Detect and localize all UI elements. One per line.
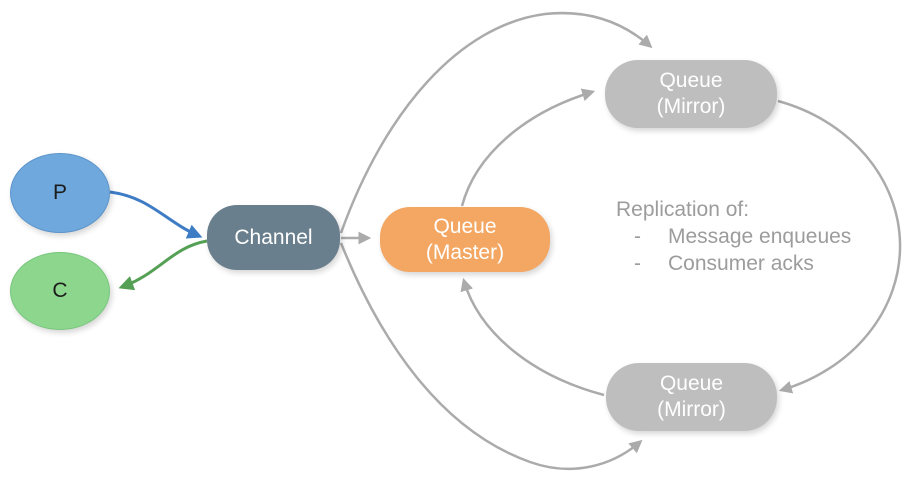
queue-mirror-bottom-label-line2: (Mirror) xyxy=(657,398,726,421)
replication-title: Replication of: xyxy=(616,198,750,221)
replication-item-text: Consumer acks xyxy=(668,252,814,275)
node-consumer: C xyxy=(10,252,110,330)
replication-item: - Consumer acks xyxy=(616,250,851,277)
edge-producer-to-channel xyxy=(109,190,203,239)
edge-channel-to-consumer xyxy=(118,239,208,291)
queue-mirror-top-label-line2: (Mirror) xyxy=(656,95,726,118)
node-producer: P xyxy=(10,153,110,233)
edge-master-to-mirror-top xyxy=(460,88,596,207)
queue-mirror-top-label-line1: Queue xyxy=(659,69,723,92)
bullet-dash: - xyxy=(634,225,641,248)
queue-mirror-bottom-label-line1: Queue xyxy=(659,372,724,395)
node-queue-mirror-top: Queue (Mirror) xyxy=(605,60,777,128)
edge-channel-to-mirror-bottom xyxy=(339,242,643,471)
producer-label: P xyxy=(52,181,67,204)
node-queue-mirror-bottom: Queue (Mirror) xyxy=(606,363,777,431)
replication-item-text: Message enqueues xyxy=(668,225,852,248)
bullet-dash: - xyxy=(634,252,641,275)
edge-mirror-bottom-to-master xyxy=(460,277,605,397)
edge-mirror-top-to-mirror-bottom xyxy=(777,99,902,394)
node-queue-master: Queue (Master) xyxy=(380,207,550,272)
consumer-label: C xyxy=(52,279,68,302)
replication-item: - Message enqueues xyxy=(616,223,851,250)
replication-annotation: Replication of: - Message enqueues - Con… xyxy=(616,196,851,277)
channel-label: Channel xyxy=(234,225,313,249)
queue-master-label-line2: (Master) xyxy=(425,240,505,264)
node-channel: Channel xyxy=(207,205,340,270)
edge-channel-to-mirror-top xyxy=(339,11,653,234)
queue-master-label-line1: Queue xyxy=(433,214,497,238)
